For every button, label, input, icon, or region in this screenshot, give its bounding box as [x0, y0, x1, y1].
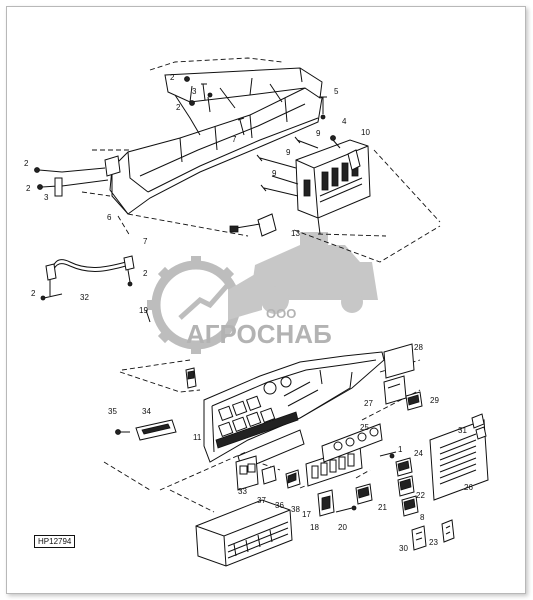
callout-label: 3	[192, 87, 197, 96]
leader-19	[145, 309, 151, 323]
plate-28	[383, 343, 415, 379]
callout-label: 19	[139, 306, 148, 315]
watermark-brand-text: АГРОСНАБ	[186, 319, 332, 349]
callout-label: 33	[238, 487, 247, 496]
callout-label: 7	[143, 237, 148, 246]
callout-labels: 2 3 2 5 9 4 10 7 9 9 2 2 3 6 13 7 2 2 32…	[24, 73, 473, 553]
cover-plate	[429, 413, 489, 501]
figure-reference-label: HP12794	[34, 535, 76, 548]
gauge-row	[321, 423, 383, 463]
callout-label: 9	[316, 129, 321, 138]
cable-clip	[229, 213, 321, 237]
callout-label: 37	[257, 496, 266, 505]
callout-label: 34	[142, 407, 151, 416]
switch-29	[405, 391, 423, 411]
callout-label: 13	[291, 229, 300, 238]
bracket-27	[383, 375, 407, 405]
callout-label: 38	[291, 505, 300, 514]
callout-label: 21	[378, 503, 387, 512]
callout-label: 2	[24, 159, 29, 168]
watermark-harvester-logo	[228, 232, 378, 320]
switch-panel-17	[305, 445, 363, 487]
watermark-ooo-text: ООО	[266, 306, 296, 321]
callout-label: 18	[310, 523, 319, 532]
watermark: ООО АГРОСНАБ	[147, 232, 378, 354]
callout-label: 4	[342, 117, 347, 126]
callout-label: 36	[275, 501, 284, 510]
callout-label: 2	[26, 184, 31, 193]
callout-label: 20	[338, 523, 347, 532]
callout-label: 6	[107, 213, 112, 222]
lower-left-wire	[103, 461, 151, 491]
lower-instrument-panel	[203, 351, 385, 463]
callout-label: 22	[416, 491, 425, 500]
callout-label: 2	[31, 289, 36, 298]
top-fasteners	[34, 76, 327, 197]
callout-label: 2	[170, 73, 175, 82]
callout-label: 3	[44, 193, 49, 202]
callout-label: 9	[272, 169, 277, 178]
callout-label: 8	[420, 513, 425, 522]
clips-30-23	[411, 519, 455, 551]
rocker-switches	[355, 451, 419, 517]
relay-block	[317, 489, 357, 517]
electronic-box	[195, 499, 293, 567]
callout-label: 17	[302, 510, 311, 519]
callout-label: 30	[399, 544, 408, 553]
callout-label: 7	[232, 135, 237, 144]
callout-label: 10	[361, 128, 370, 137]
callout-label: 25	[360, 423, 369, 432]
callout-label: 9	[286, 148, 291, 157]
callout-label: 1	[398, 445, 403, 454]
callout-label: 28	[414, 343, 423, 352]
wire-harness	[40, 255, 135, 301]
switch-strip	[235, 429, 305, 491]
plug-connector	[185, 367, 197, 389]
callout-label: 5	[334, 87, 339, 96]
callout-label: 27	[364, 399, 373, 408]
callout-label: 32	[80, 293, 89, 302]
relay-panel	[256, 135, 371, 219]
callout-label: 35	[108, 407, 117, 416]
callout-label: 2	[143, 269, 148, 278]
upper-housing	[104, 67, 323, 215]
callout-label: 24	[414, 449, 423, 458]
callout-label: 29	[430, 396, 439, 405]
label-plate	[115, 419, 177, 441]
callout-label: 26	[464, 483, 473, 492]
upper-dashed-outline	[81, 57, 441, 263]
callout-label: 23	[429, 538, 438, 547]
callout-label: 2	[176, 103, 181, 112]
callout-label: 31	[458, 426, 467, 435]
callout-label: 11	[193, 433, 202, 442]
